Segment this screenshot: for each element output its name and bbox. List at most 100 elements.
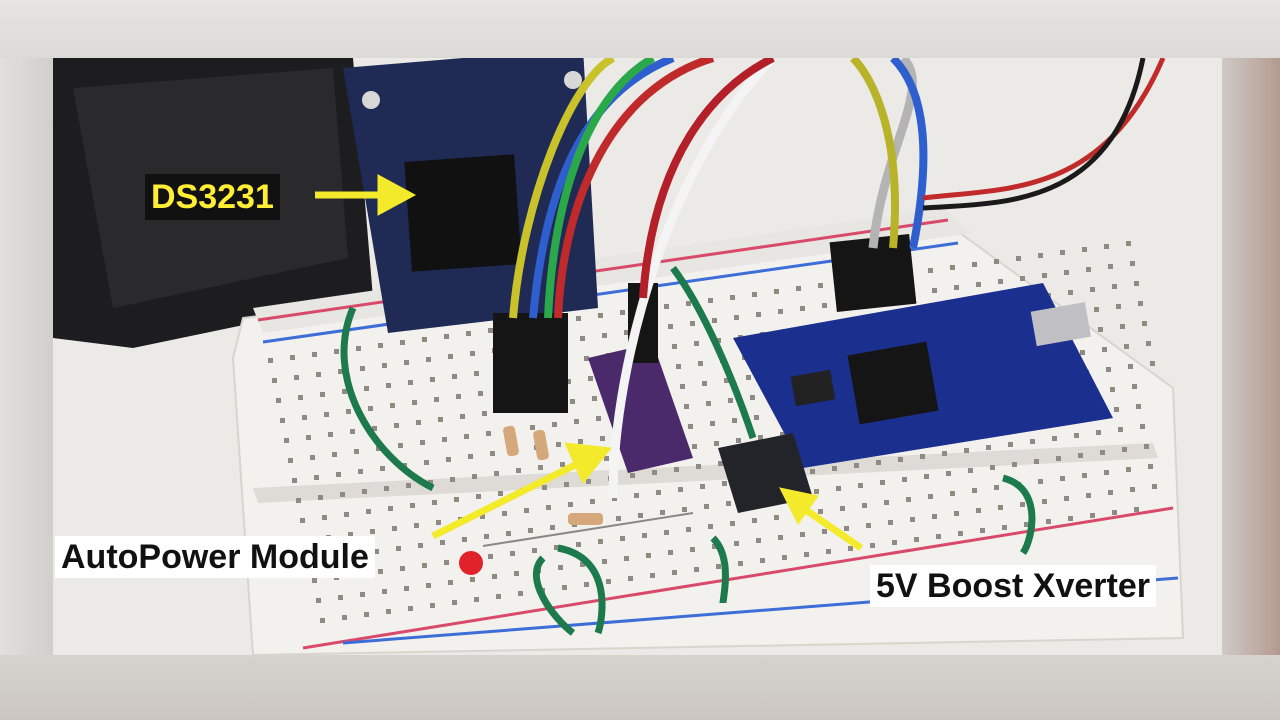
breadboard-hole: [1082, 473, 1087, 478]
ds3231-chip: [404, 154, 522, 272]
breadboard-hole: [620, 536, 625, 541]
breadboard-hole: [444, 334, 449, 339]
breadboard-hole: [506, 531, 511, 536]
breadboard-hole: [558, 565, 563, 570]
breadboard-hole: [438, 417, 443, 422]
breadboard-hole: [420, 440, 425, 445]
breadboard-hole: [698, 361, 703, 366]
breadboard-hole: [482, 411, 487, 416]
breadboard-hole: [876, 460, 881, 465]
breadboard-hole: [866, 523, 871, 528]
breadboard-hole: [550, 525, 555, 530]
breadboard-hole: [294, 375, 299, 380]
breadboard-hole: [302, 415, 307, 420]
breadboard-hole: [306, 435, 311, 440]
breadboard-hole: [280, 418, 285, 423]
autopower-board: [588, 343, 693, 473]
breadboard-hole: [492, 574, 497, 579]
breadboard-hole: [810, 469, 815, 474]
breadboard-hole: [1052, 436, 1057, 441]
breadboard-hole: [444, 560, 449, 565]
breadboard-hole: [936, 534, 941, 539]
breadboard-hole: [470, 351, 475, 356]
photo: [53, 58, 1222, 655]
breadboard-hole: [1148, 464, 1153, 469]
breadboard-hole: [356, 346, 361, 351]
breadboard-hole: [448, 580, 453, 585]
breadboard-hole: [468, 454, 473, 459]
breadboard-hole: [268, 358, 273, 363]
breadboard-hole: [442, 437, 447, 442]
breadboard-hole: [1002, 525, 1007, 530]
breadboard-hole: [1020, 276, 1025, 281]
breadboard-hole: [552, 422, 557, 427]
breadboard-hole: [472, 474, 477, 479]
background-top-band: [0, 0, 1280, 58]
breadboard-hole: [746, 375, 751, 380]
breadboard-hole: [584, 356, 589, 361]
breadboard-hole: [862, 503, 867, 508]
breadboard-hole: [446, 457, 451, 462]
breadboard-hole: [1150, 361, 1155, 366]
breadboard-hole: [986, 445, 991, 450]
breadboard-hole: [310, 455, 315, 460]
breadboard-hole: [1094, 307, 1099, 312]
breadboard-hole: [680, 384, 685, 389]
breadboard-hole: [1016, 256, 1021, 261]
breadboard-hole: [1134, 507, 1139, 512]
breadboard-hole: [554, 545, 559, 550]
breadboard-hole: [546, 505, 551, 510]
breadboard-hole: [682, 507, 687, 512]
breadboard-hole: [702, 381, 707, 386]
breadboard-hole: [524, 508, 529, 513]
breadboard-hole: [840, 506, 845, 511]
breadboard-hole: [690, 321, 695, 326]
breadboard-hole: [672, 344, 677, 349]
breadboard-hole: [1068, 516, 1073, 521]
background-right-band: [1222, 58, 1280, 655]
breadboard-hole: [532, 548, 537, 553]
breadboard-hole: [382, 363, 387, 368]
breadboard-hole: [342, 615, 347, 620]
breadboard-hole: [1130, 487, 1135, 492]
breadboard-hole: [642, 533, 647, 538]
breadboard-hole: [796, 286, 801, 291]
breadboard-hole: [1102, 347, 1107, 352]
breadboard-hole: [1122, 447, 1127, 452]
breadboard-hole: [870, 543, 875, 548]
breadboard-hole: [604, 456, 609, 461]
breadboard-hole: [426, 583, 431, 588]
breadboard-hole: [396, 546, 401, 551]
breadboard-hole: [736, 438, 741, 443]
breadboard-hole: [704, 504, 709, 509]
breadboard-hole: [450, 477, 455, 482]
breadboard-hole: [404, 586, 409, 591]
rail-red-top: [257, 218, 949, 322]
breadboard-hole: [844, 526, 849, 531]
breadboard-hole: [368, 406, 373, 411]
breadboard-hole: [1146, 341, 1151, 346]
breadboard-hole: [314, 475, 319, 480]
breadboard-hole: [932, 288, 937, 293]
breadboard-hole: [516, 468, 521, 473]
breadboard-hole: [362, 489, 367, 494]
breadboard-hole: [346, 409, 351, 414]
breadboard-hole: [660, 510, 665, 515]
breadboard-hole: [708, 298, 713, 303]
breadboard-hole: [452, 374, 457, 379]
header-connector: [829, 234, 917, 312]
breadboard-hole: [676, 364, 681, 369]
breadboard-hole: [320, 392, 325, 397]
breadboard-hole: [664, 304, 669, 309]
breadboard-hole: [1112, 284, 1117, 289]
breadboard-hole: [1132, 384, 1137, 389]
breadboard-hole: [416, 420, 421, 425]
breadboard-hole: [1038, 479, 1043, 484]
breadboard-hole: [1078, 453, 1083, 458]
breadboard-hole: [284, 438, 289, 443]
breadboard-hole: [404, 360, 409, 365]
breadboard-hole: [562, 585, 567, 590]
breadboard-hole: [892, 540, 897, 545]
ds3231-mount-hole: [362, 91, 380, 109]
breadboard-hole: [888, 520, 893, 525]
